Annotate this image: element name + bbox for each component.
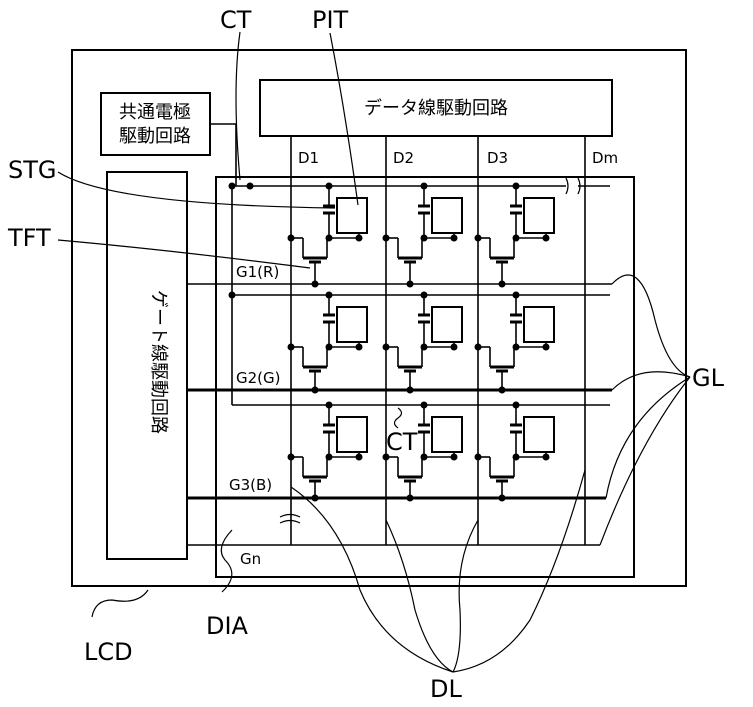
junction-dot [513,292,520,299]
junction-dot [312,387,319,394]
junction-dot [407,387,414,394]
gate-line-label-g2: G2(G) [236,369,281,387]
junction-dot [326,183,333,190]
junction-dot [356,344,363,351]
junction-dot [229,183,236,190]
pixel-electrode [524,198,554,233]
gate-line-label-g3: G3(B) [229,476,272,494]
junction-dot [421,183,428,190]
gate-line-driver-label: ゲート線駆動回路 [148,290,169,434]
junction-dot [451,454,458,461]
label-dia: DIA [206,612,249,640]
pixel-electrode [524,417,554,452]
junction-dot [356,235,363,242]
junction-dot [499,387,506,394]
label-gl: GL [692,364,725,392]
junction-dot [513,183,520,190]
junction-dot [407,495,414,502]
junction-dot [247,183,254,190]
data-line-label-d1: D1 [298,149,319,167]
label-lcd: LCD [84,638,133,666]
pixel-electrode [337,198,367,233]
junction-dot [312,495,319,502]
gate-line-label-g1: G1(R) [236,263,279,281]
label-tft: TFT [7,224,51,252]
data-line-label-dm: Dm [592,149,618,167]
label-stg: STG [8,156,57,184]
label-ct-top: CT [220,6,252,34]
common-driver-label-line2: 駆動回路 [119,126,191,147]
junction-dot [543,454,550,461]
junction-dot [229,292,236,299]
pixel-electrode [432,417,462,452]
junction-dot [312,281,319,288]
junction-dot [499,281,506,288]
junction-dot [499,495,506,502]
pixel-electrode [337,417,367,452]
gate-line-driver [107,172,187,559]
label-pit: PIT [312,6,349,34]
gate-line-label-gn: Gn [240,550,261,568]
pixel-electrode [432,307,462,342]
pixel-electrode [524,307,554,342]
junction-dot [543,235,550,242]
pixel-electrode [337,307,367,342]
junction-dot [326,292,333,299]
label-dl: DL [430,675,462,703]
junction-dot [421,292,428,299]
leader-lcd [92,590,148,617]
junction-dot [451,344,458,351]
data-line-driver-label: データ線駆動回路 [364,98,508,119]
junction-dot [407,281,414,288]
data-line-label-d2: D2 [393,149,414,167]
junction-dot [513,402,520,409]
common-driver-label-line1: 共通電極 [119,102,191,123]
label-ct-mid: CT [386,428,418,456]
junction-dot [543,344,550,351]
junction-dot [326,402,333,409]
junction-dot [356,454,363,461]
junction-dot [451,235,458,242]
junction-dot [421,402,428,409]
pixel-electrode [432,198,462,233]
data-line-label-d3: D3 [487,149,508,167]
